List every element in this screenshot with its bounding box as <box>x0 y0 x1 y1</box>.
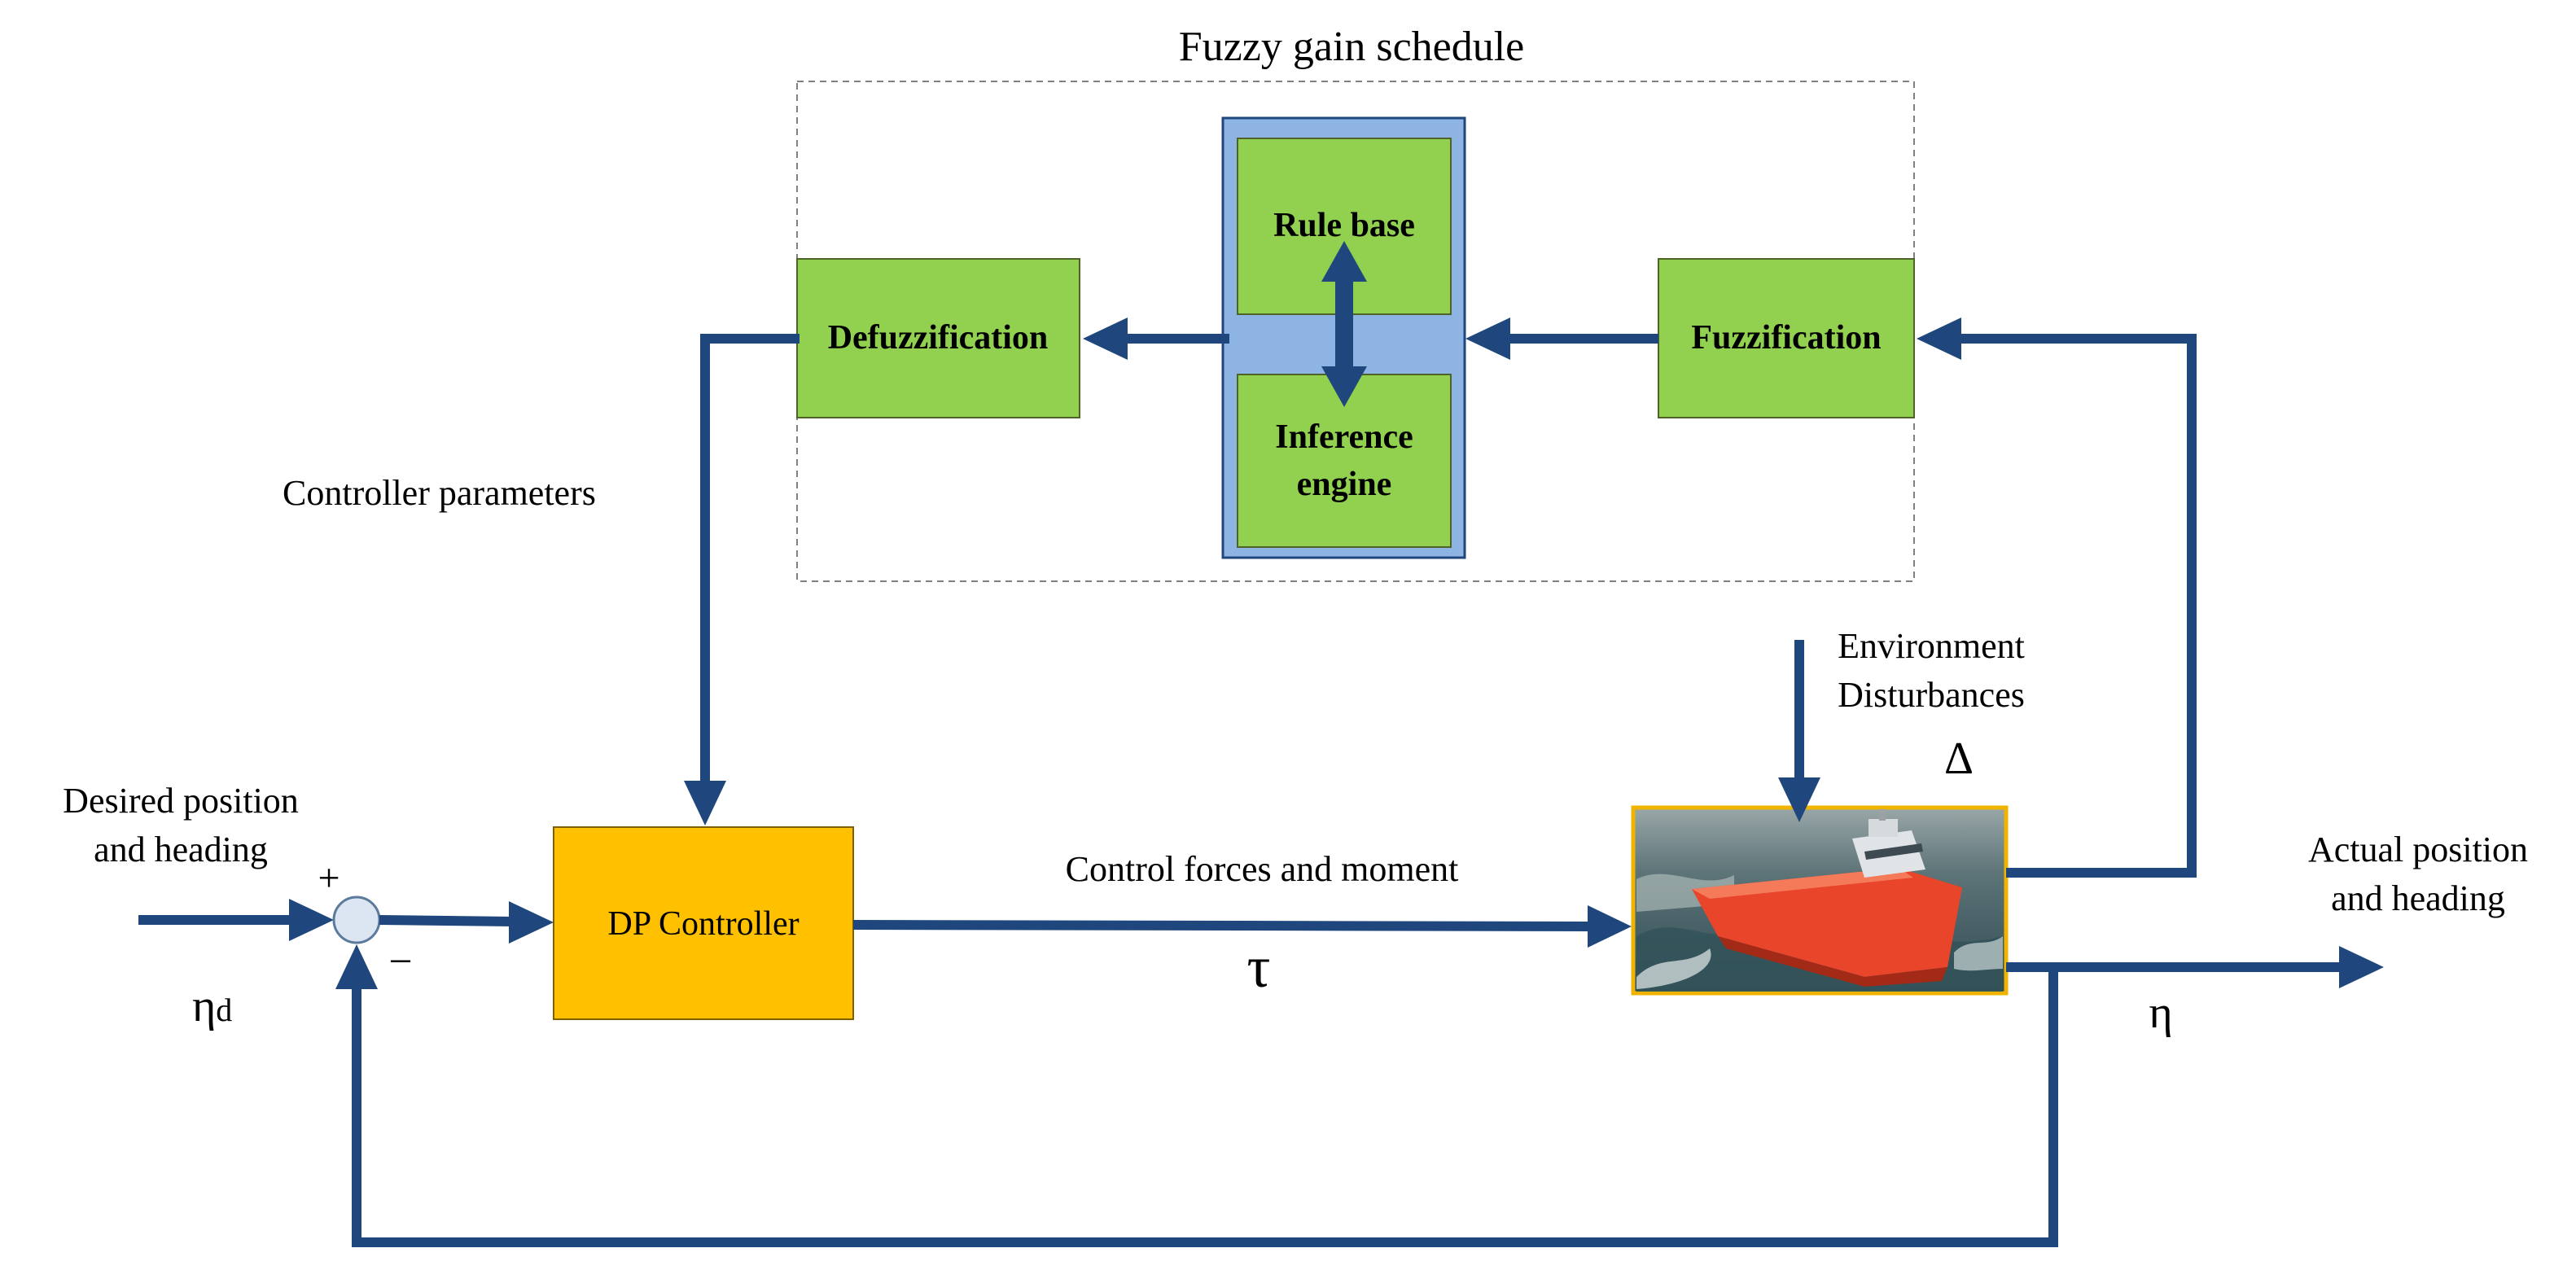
environment-label-line2: Disturbances <box>1838 675 2025 715</box>
arrow-fuzzification-to-container <box>1465 318 1658 360</box>
defuzzification-block <box>796 258 1080 418</box>
arrow-environment-disturbances <box>1778 640 1820 822</box>
delta-symbol: Δ <box>1944 734 1974 784</box>
actual-position-label-line1: Actual position <box>2308 830 2528 869</box>
control-forces-label: Control forces and moment <box>1066 849 1459 889</box>
arrow-actual-output <box>2006 946 2384 988</box>
eta-output-symbol: η <box>2149 988 2172 1038</box>
arrow-main-feedback-loop <box>335 944 2058 1247</box>
rule-base-label: Rule base <box>1273 207 1415 244</box>
arrow-desired-input <box>138 899 334 941</box>
dp-controller-block <box>553 826 854 1020</box>
arrow-feedback-to-fuzzification <box>1917 318 2197 878</box>
desired-position-label-line2: and heading <box>94 830 268 869</box>
eta-d-symbol: ηd <box>192 981 232 1031</box>
arrow-junction-to-controller <box>379 901 554 944</box>
actual-position-label-line2: and heading <box>2331 878 2505 918</box>
inference-engine-label-line2: engine <box>1297 466 1392 503</box>
arrow-control-forces <box>852 905 1632 948</box>
summing-minus-sign: − <box>388 939 412 985</box>
environment-label-line1: Environment <box>1838 626 2025 666</box>
tau-symbol: τ <box>1247 935 1271 1000</box>
arrow-controller-parameters <box>684 334 800 826</box>
fuzzy-gain-schedule-title: Fuzzy gain schedule <box>1179 24 1525 70</box>
vessel-image <box>1631 805 2009 996</box>
arrow-container-to-defuzzification <box>1083 318 1229 360</box>
dp-controller-label: DP Controller <box>607 905 799 943</box>
summing-junction <box>332 896 381 944</box>
controller-parameters-label: Controller parameters <box>283 473 596 513</box>
rule-inference-double-arrow <box>1321 241 1367 407</box>
eta-d-subscript: d <box>216 992 232 1028</box>
summing-plus-sign: + <box>318 856 340 900</box>
desired-position-label-line1: Desired position <box>63 781 299 821</box>
fuzzy-gain-schedule-region <box>796 81 1915 582</box>
defuzzification-label: Defuzzification <box>828 319 1049 357</box>
fuzzification-label: Fuzzification <box>1691 319 1881 357</box>
inference-engine-label-line1: Inference <box>1275 418 1413 456</box>
